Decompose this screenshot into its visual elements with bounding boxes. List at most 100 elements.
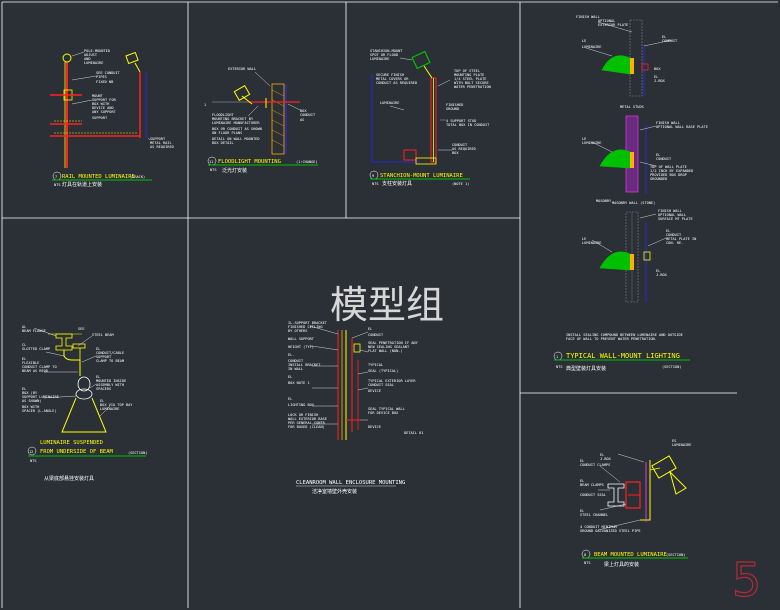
svg-text:TOP OF WALL PLATE: TOP OF WALL PLATE — [650, 165, 687, 169]
svg-text:AS REQUIRED: AS REQUIRED — [452, 147, 476, 151]
svg-text:STEEL BEAM: STEEL BEAM — [92, 333, 114, 337]
svg-text:WITH BOLT SECURE: WITH BOLT SECURE — [454, 81, 489, 85]
panel-stanchion: STANCHION-MOUNT SPOT OR FLOOD LUMINAIRE … — [369, 49, 491, 187]
wall-note-2: FACE OF WALL TO PREVENT WATER PENETRATIO… — [566, 337, 657, 341]
svg-text:CL: CL — [22, 343, 26, 347]
svg-text:EL.: EL. — [288, 353, 295, 357]
svg-text:EL: EL — [22, 387, 26, 391]
panel-cleanroom: IL-SUPPORT BRACKET FINISHED CEILING BY O… — [288, 321, 423, 495]
svg-text:FINISH WALL: FINISH WALL — [576, 15, 600, 19]
suspended-cn: 从梁底部悬挂安装灯具 — [44, 475, 94, 482]
svg-text:BOX: BOX — [654, 67, 661, 71]
svg-text:AS: AS — [300, 118, 304, 122]
svg-text:CONDUIT: CONDUIT — [452, 143, 468, 147]
panel-rail-mounted: POLE-MOUNTED ADJUST AND LUMINAIRE SEE CO… — [50, 49, 174, 188]
svg-text:EL: EL — [666, 229, 670, 233]
stanchion-num: 9 — [372, 174, 374, 178]
svg-text:MASONRY WALL (STONE): MASONRY WALL (STONE) — [612, 201, 655, 205]
flood-title: FLOODLIGHT MOUNTING — [218, 159, 281, 165]
svg-text:EL: EL — [288, 375, 292, 379]
svg-text:TOP OF STEEL: TOP OF STEEL — [454, 69, 480, 73]
svg-text:STEEL CHANNEL: STEEL CHANNEL — [580, 513, 608, 517]
cleanroom-detail: DETAIL 01 — [404, 431, 423, 435]
svg-text:BOX WITH: BOX WITH — [22, 405, 39, 409]
svg-text:LE: LE — [582, 137, 586, 141]
svg-text:AL: AL — [22, 325, 26, 329]
stanchion-title: STANCHION-MOUNT LUMINAIRE — [380, 173, 463, 179]
svg-text:EXTERIOR PLATE: EXTERIOR PLATE — [598, 23, 628, 27]
suspended-ref: (SECTION) — [128, 451, 147, 455]
panel-beam-mounted: ES LUMINAIRE EL J-BOX EL CONDUIT CLAMPS … — [580, 439, 691, 568]
svg-text:STANCHION-MOUNT: STANCHION-MOUNT — [370, 49, 403, 53]
svg-text:DEVICE AND: DEVICE AND — [92, 106, 114, 110]
svg-text:DETAIL ON WALL MOUNTED: DETAIL ON WALL MOUNTED — [212, 137, 260, 141]
svg-text:PER GENERAL CONTR: PER GENERAL CONTR — [288, 421, 326, 425]
svg-text:SECURE FINISH: SECURE FINISH — [376, 73, 404, 77]
beam-ref: (SECTION) — [666, 553, 685, 557]
svg-text:CONDUIT SEAL: CONDUIT SEAL — [580, 493, 606, 497]
svg-text:CLAMP TO BEAM: CLAMP TO BEAM — [96, 359, 125, 363]
svg-text:EL: EL — [368, 327, 372, 331]
suspended-scale: NTS — [30, 459, 37, 463]
svg-text:SEE: SEE — [78, 327, 85, 331]
rail-ref: (TRACK) — [130, 175, 145, 179]
svg-text:FOR DEVICE BOX: FOR DEVICE BOX — [368, 411, 399, 415]
svg-text:MOUNTED INSIDE: MOUNTED INSIDE — [96, 379, 126, 383]
cleanroom-cn: 洁净室墙壁外壳安装 — [312, 488, 357, 495]
svg-text:SUPPORT: SUPPORT — [96, 355, 112, 359]
svg-text:FLAT WALL (NON-): FLAT WALL (NON-) — [368, 349, 403, 353]
beam-cn: 梁上灯具的安装 — [604, 561, 639, 568]
svg-text:DEVICE: DEVICE — [368, 389, 381, 393]
wall-scale: NTS — [556, 365, 563, 369]
svg-text:SLOTTED CLAMP: SLOTTED CLAMP — [22, 347, 50, 351]
svg-text:BOX (BY: BOX (BY — [22, 391, 38, 395]
svg-text:4 SUPPORT STUD: 4 SUPPORT STUD — [446, 119, 476, 123]
svg-text:LIGHTING BOX: LIGHTING BOX — [288, 403, 315, 407]
rail-cn: 灯具在轨道上安装 — [62, 181, 102, 188]
svg-text:PROVIDED BOX DROP: PROVIDED BOX DROP — [650, 173, 687, 177]
svg-text:NEW SEALING SEALANT: NEW SEALING SEALANT — [368, 345, 410, 349]
svg-text:FINISH WALL: FINISH WALL — [656, 121, 680, 125]
panel-wall-mount: FINISH WALL OPTIONAL EXTERIOR PLATE LE L… — [553, 15, 708, 372]
svg-text:DEVICE: DEVICE — [368, 425, 381, 429]
wall-ref: (SECTION) — [662, 365, 681, 369]
svg-text:BOX DETAIL: BOX DETAIL — [212, 141, 234, 145]
svg-text:FIXED NB: FIXED NB — [96, 80, 113, 84]
panel-suspended: AL BEAM FLANGE SEE STEEL BEAM CL SLOTTED… — [22, 325, 147, 482]
svg-text:TYPICAL: TYPICAL — [368, 363, 383, 367]
suspended-title-1: LUMINAIRE SUSPENDED — [40, 440, 103, 446]
svg-text:FINISH WALL: FINISH WALL — [658, 209, 682, 213]
svg-text:EL: EL — [96, 347, 100, 351]
svg-text:METAL COVERS OR: METAL COVERS OR — [376, 77, 409, 81]
beam-scale: NTS — [584, 561, 591, 565]
svg-text:WALL EXTERIOR BASE: WALL EXTERIOR BASE — [288, 417, 327, 421]
svg-text:BEAM AS REQD: BEAM AS REQD — [22, 369, 48, 373]
svg-text:EL: EL — [22, 357, 26, 361]
svg-text:CONDUIT SEAL: CONDUIT SEAL — [368, 383, 394, 387]
suspended-title-2: FROM UNDERSIDE OF BEAM — [40, 449, 114, 455]
svg-text:EL: EL — [580, 459, 584, 463]
svg-text:GROUND: GROUND — [446, 107, 459, 111]
svg-text:EL: EL — [654, 75, 658, 79]
svg-text:EL: EL — [656, 153, 660, 157]
svg-text:ES: ES — [672, 439, 676, 443]
beam-title: BEAM MOUNTED LUMINAIRE — [594, 552, 667, 558]
svg-text:ANY SUPPORT: ANY SUPPORT — [92, 110, 117, 114]
svg-text:INSTALL BRACKET: INSTALL BRACKET — [288, 363, 321, 367]
svg-text:AND: AND — [84, 57, 91, 61]
svg-text:AS SHOWN): AS SHOWN) — [22, 399, 41, 403]
rail-scale: NTS — [54, 183, 61, 187]
flood-cn: 泛光灯安装 — [222, 167, 247, 174]
svg-text:SPACERS: SPACERS — [96, 387, 111, 391]
svg-text:HEIGHT (TYP): HEIGHT (TYP) — [288, 345, 314, 349]
flood-num: 11 — [209, 160, 213, 164]
svg-text:LUMINAIRE: LUMINAIRE — [100, 407, 119, 411]
svg-text:TYPICAL EXTERIOR LAYER: TYPICAL EXTERIOR LAYER — [368, 379, 416, 383]
svg-text:MASONRY: MASONRY — [596, 199, 612, 203]
svg-text:FINISHED: FINISHED — [446, 103, 463, 107]
svg-text:METAL PLATE IN: METAL PLATE IN — [666, 237, 696, 241]
svg-text:LUMINAIRE: LUMINAIRE — [84, 61, 103, 65]
svg-text:SEE CONDUIT: SEE CONDUIT — [96, 71, 121, 75]
